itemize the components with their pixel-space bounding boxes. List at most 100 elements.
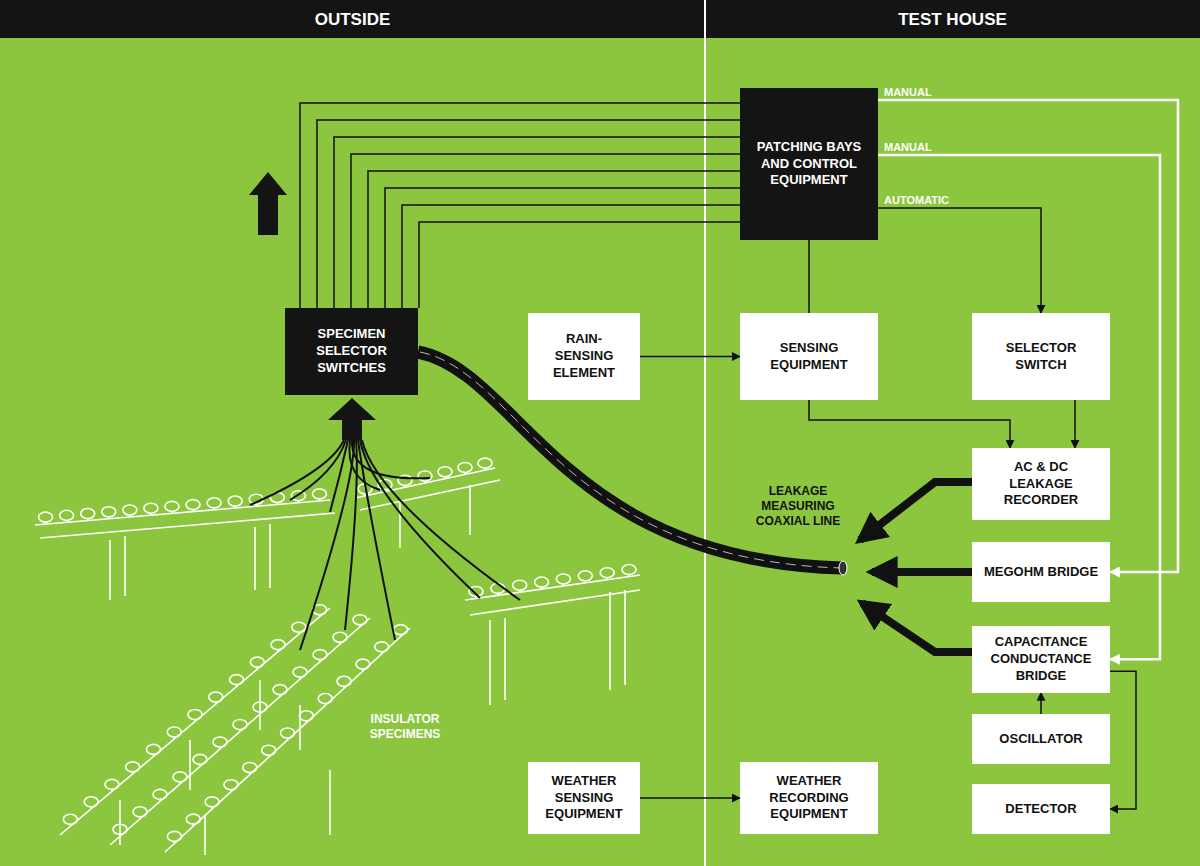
insulator (233, 720, 247, 730)
insulator (126, 762, 140, 772)
insulator-pin (484, 468, 486, 470)
box-label: OSCILLATOR (999, 731, 1082, 748)
insulator-pin (319, 660, 321, 662)
insulator (318, 694, 332, 704)
rack-post (109, 540, 111, 600)
box-label: SELECTOR SWITCH (981, 340, 1101, 374)
insulator (271, 640, 285, 650)
insulator-pin (192, 824, 194, 826)
insulator-pin (139, 817, 141, 819)
box-label: CAPACITANCE CONDUCTANCE BRIDGE (981, 634, 1101, 685)
equipment-box: WEATHER SENSING EQUIPMENT (528, 762, 640, 834)
connector (878, 100, 1178, 572)
insulator (273, 685, 287, 695)
insulator (262, 745, 276, 755)
insulator (213, 737, 227, 747)
box-label: DETECTOR (1005, 801, 1076, 818)
connector-label: AUTOMATIC (884, 194, 949, 206)
control-box: SPECIMEN SELECTOR SWITCHES (285, 308, 418, 395)
rack-post (504, 618, 506, 700)
connector-label: MANUAL (884, 141, 932, 153)
box-label: SENSING EQUIPMENT (749, 340, 869, 374)
insulator-pin (362, 669, 364, 671)
insulator (123, 505, 137, 515)
insulator-pin (364, 494, 366, 496)
insulator (105, 779, 119, 789)
insulator-pin (255, 504, 257, 506)
rack-post (469, 485, 471, 535)
connector (1074, 400, 1076, 448)
rack-post (609, 592, 611, 690)
insulator-pin (159, 799, 161, 801)
insulator (39, 512, 53, 522)
connector (640, 356, 740, 358)
bundle-wire (368, 171, 740, 308)
insulator (458, 462, 472, 472)
insulator-pin (194, 720, 196, 722)
insulator-pin (153, 754, 155, 756)
insulator-pin (324, 704, 326, 706)
insulator (209, 692, 223, 702)
insulator (84, 797, 98, 807)
instrument-arrow (872, 568, 972, 576)
connector (1040, 693, 1042, 714)
connector (300, 103, 740, 308)
insulator-pin (129, 515, 131, 517)
insulator-pin (359, 625, 361, 627)
box-label: AC & DC LEAKAGE RECORDER (981, 459, 1101, 510)
insulator (394, 625, 408, 635)
insulator-pin (277, 650, 279, 652)
instrument-arrow (862, 603, 972, 652)
insulator (81, 509, 95, 519)
connector (809, 400, 1010, 448)
insulator (622, 565, 636, 575)
insulator (193, 754, 207, 764)
insulator (60, 510, 74, 520)
bundle-wire (351, 154, 740, 308)
rack-post (399, 500, 401, 548)
insulator-pin (319, 615, 321, 617)
insulator-pin (234, 506, 236, 508)
rack-post (124, 536, 126, 596)
insulator (333, 632, 347, 642)
insulator-pin (111, 789, 113, 791)
insulator-pin (150, 513, 152, 515)
callout-label: INSULATOR SPECIMENS (345, 712, 465, 742)
connector-label: MANUAL (884, 86, 932, 98)
insulator-pin (174, 841, 176, 843)
equipment-box: MEGOHM BRIDGE (972, 542, 1110, 602)
rack-post (254, 527, 256, 590)
specimen-wire (290, 440, 346, 500)
insulator (250, 657, 264, 667)
cable-end (839, 561, 847, 575)
rack-post (299, 705, 301, 750)
insulator-pin (628, 575, 630, 577)
insulator (292, 622, 306, 632)
insulator (438, 467, 452, 477)
insulator-pin (66, 520, 68, 522)
insulator-pin (444, 477, 446, 479)
rack-rail (60, 608, 330, 835)
insulator (102, 507, 116, 517)
insulator (153, 789, 167, 799)
insulator-pin (257, 667, 259, 669)
insulator-pin (192, 510, 194, 512)
insulator-pin (70, 824, 72, 826)
insulator-pin (108, 517, 110, 519)
insulator-pin (497, 593, 499, 595)
insulator-pin (171, 511, 173, 513)
insulator-pin (213, 508, 215, 510)
specimen-wire (345, 440, 357, 630)
insulator (312, 489, 326, 499)
insulator-pin (519, 590, 521, 592)
insulator (146, 744, 160, 754)
equipment-box: SENSING EQUIPMENT (740, 313, 878, 400)
insulator-pin (239, 730, 241, 732)
insulator-pin (475, 596, 477, 598)
insulator-pin (215, 702, 217, 704)
insulator (186, 814, 200, 824)
insulator (173, 772, 187, 782)
rack-post (189, 740, 191, 790)
insulator-pin (199, 764, 201, 766)
insulator-pin (339, 642, 341, 644)
